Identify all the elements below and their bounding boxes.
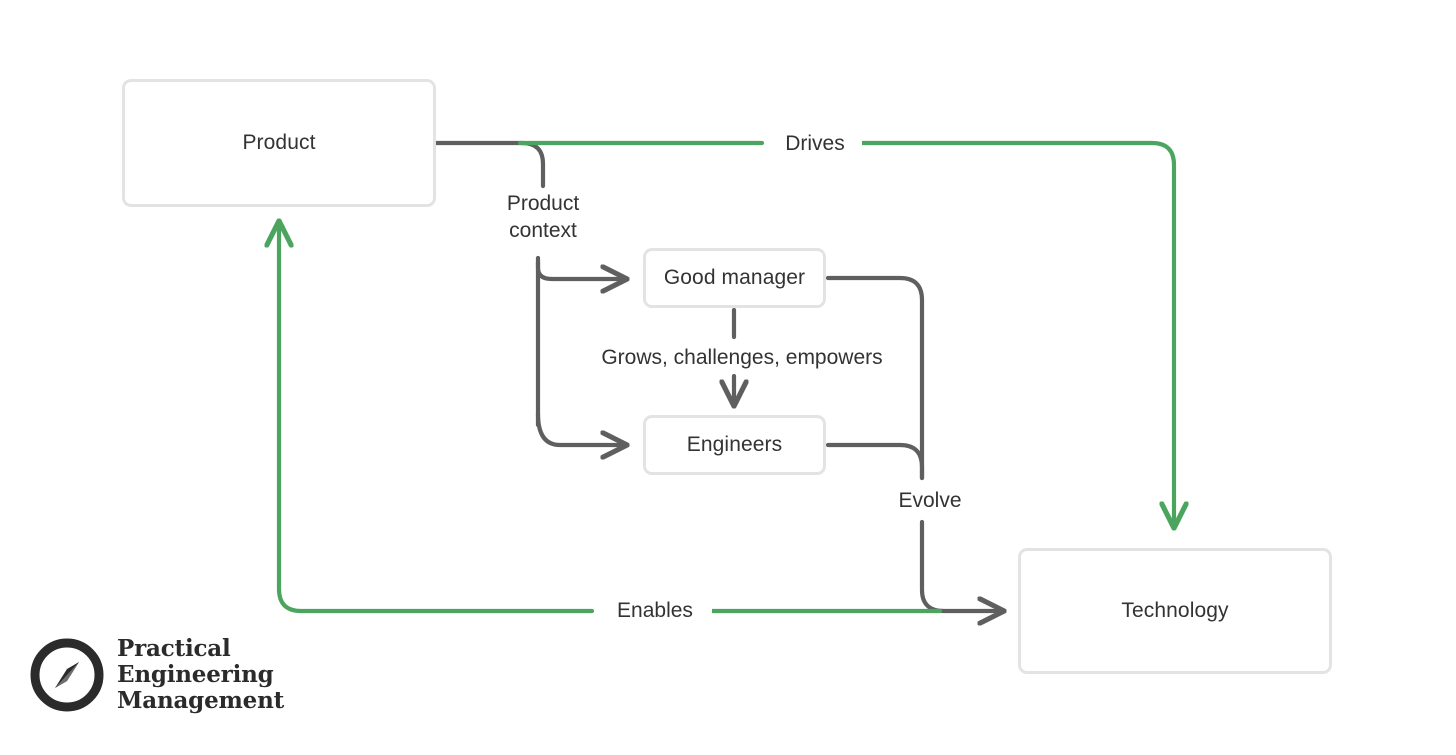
edge-label-evolve: Evolve <box>882 487 978 516</box>
brand-logo: Practical Engineering Management <box>30 636 284 714</box>
edge-label-product-context: Product context <box>489 190 597 246</box>
edge-product-context-to-good-manager <box>535 255 626 279</box>
brand-line-1: Practical <box>117 635 231 662</box>
brand-line-2: Engineering <box>117 661 274 688</box>
edge-good-manager-to-evolve <box>825 275 925 481</box>
edge-product-context-to-engineers <box>535 411 626 445</box>
edge-engineers-to-evolve <box>825 442 925 481</box>
edge-product-context-head <box>433 140 546 189</box>
edge-label-grows: Grows, challenges, empowers <box>579 344 905 374</box>
compass-icon <box>30 638 104 712</box>
edge-enables-left <box>279 222 595 614</box>
edge-evolve-to-technology <box>919 519 1003 611</box>
edge-drives-right <box>850 140 1174 527</box>
brand-line-3: Management <box>117 687 285 714</box>
node-good-manager[interactable]: Good manager <box>643 248 826 308</box>
edge-label-enables: Enables <box>598 597 712 625</box>
node-good-manager-label: Good manager <box>663 266 806 289</box>
node-engineers-label: Engineers <box>686 433 783 456</box>
node-product-label: Product <box>242 131 316 154</box>
node-engineers[interactable]: Engineers <box>643 415 826 475</box>
edge-label-drives: Drives <box>768 130 862 157</box>
node-product[interactable]: Product <box>122 79 436 207</box>
node-technology-label: Technology <box>1121 599 1229 622</box>
node-technology[interactable]: Technology <box>1018 548 1332 674</box>
brand-wordmark: Practical Engineering Management <box>117 636 284 714</box>
